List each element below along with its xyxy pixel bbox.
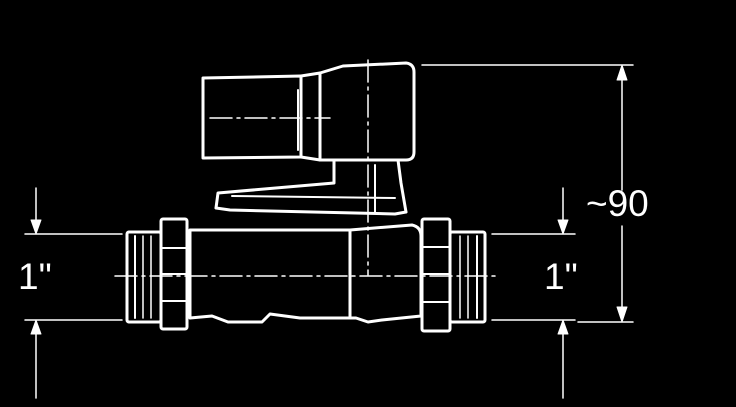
actuator (201, 61, 416, 216)
left-connection (125, 217, 189, 331)
arrow-left-top (30, 219, 42, 235)
center-lines (114, 59, 501, 277)
arrow-left-bottom (30, 319, 42, 335)
left-connection-size-label: 1" (18, 256, 52, 297)
arrow-right-top (557, 219, 569, 235)
right-connection-size-label: 1" (544, 256, 578, 297)
arrow-height-bottom (616, 306, 628, 323)
arrow-height-top (616, 64, 628, 81)
dimension-arrowheads (30, 64, 628, 335)
arrow-right-bottom (557, 319, 569, 335)
height-dimension-label: ~90 (586, 183, 649, 224)
valve-body (188, 223, 423, 324)
right-connection (420, 217, 487, 333)
